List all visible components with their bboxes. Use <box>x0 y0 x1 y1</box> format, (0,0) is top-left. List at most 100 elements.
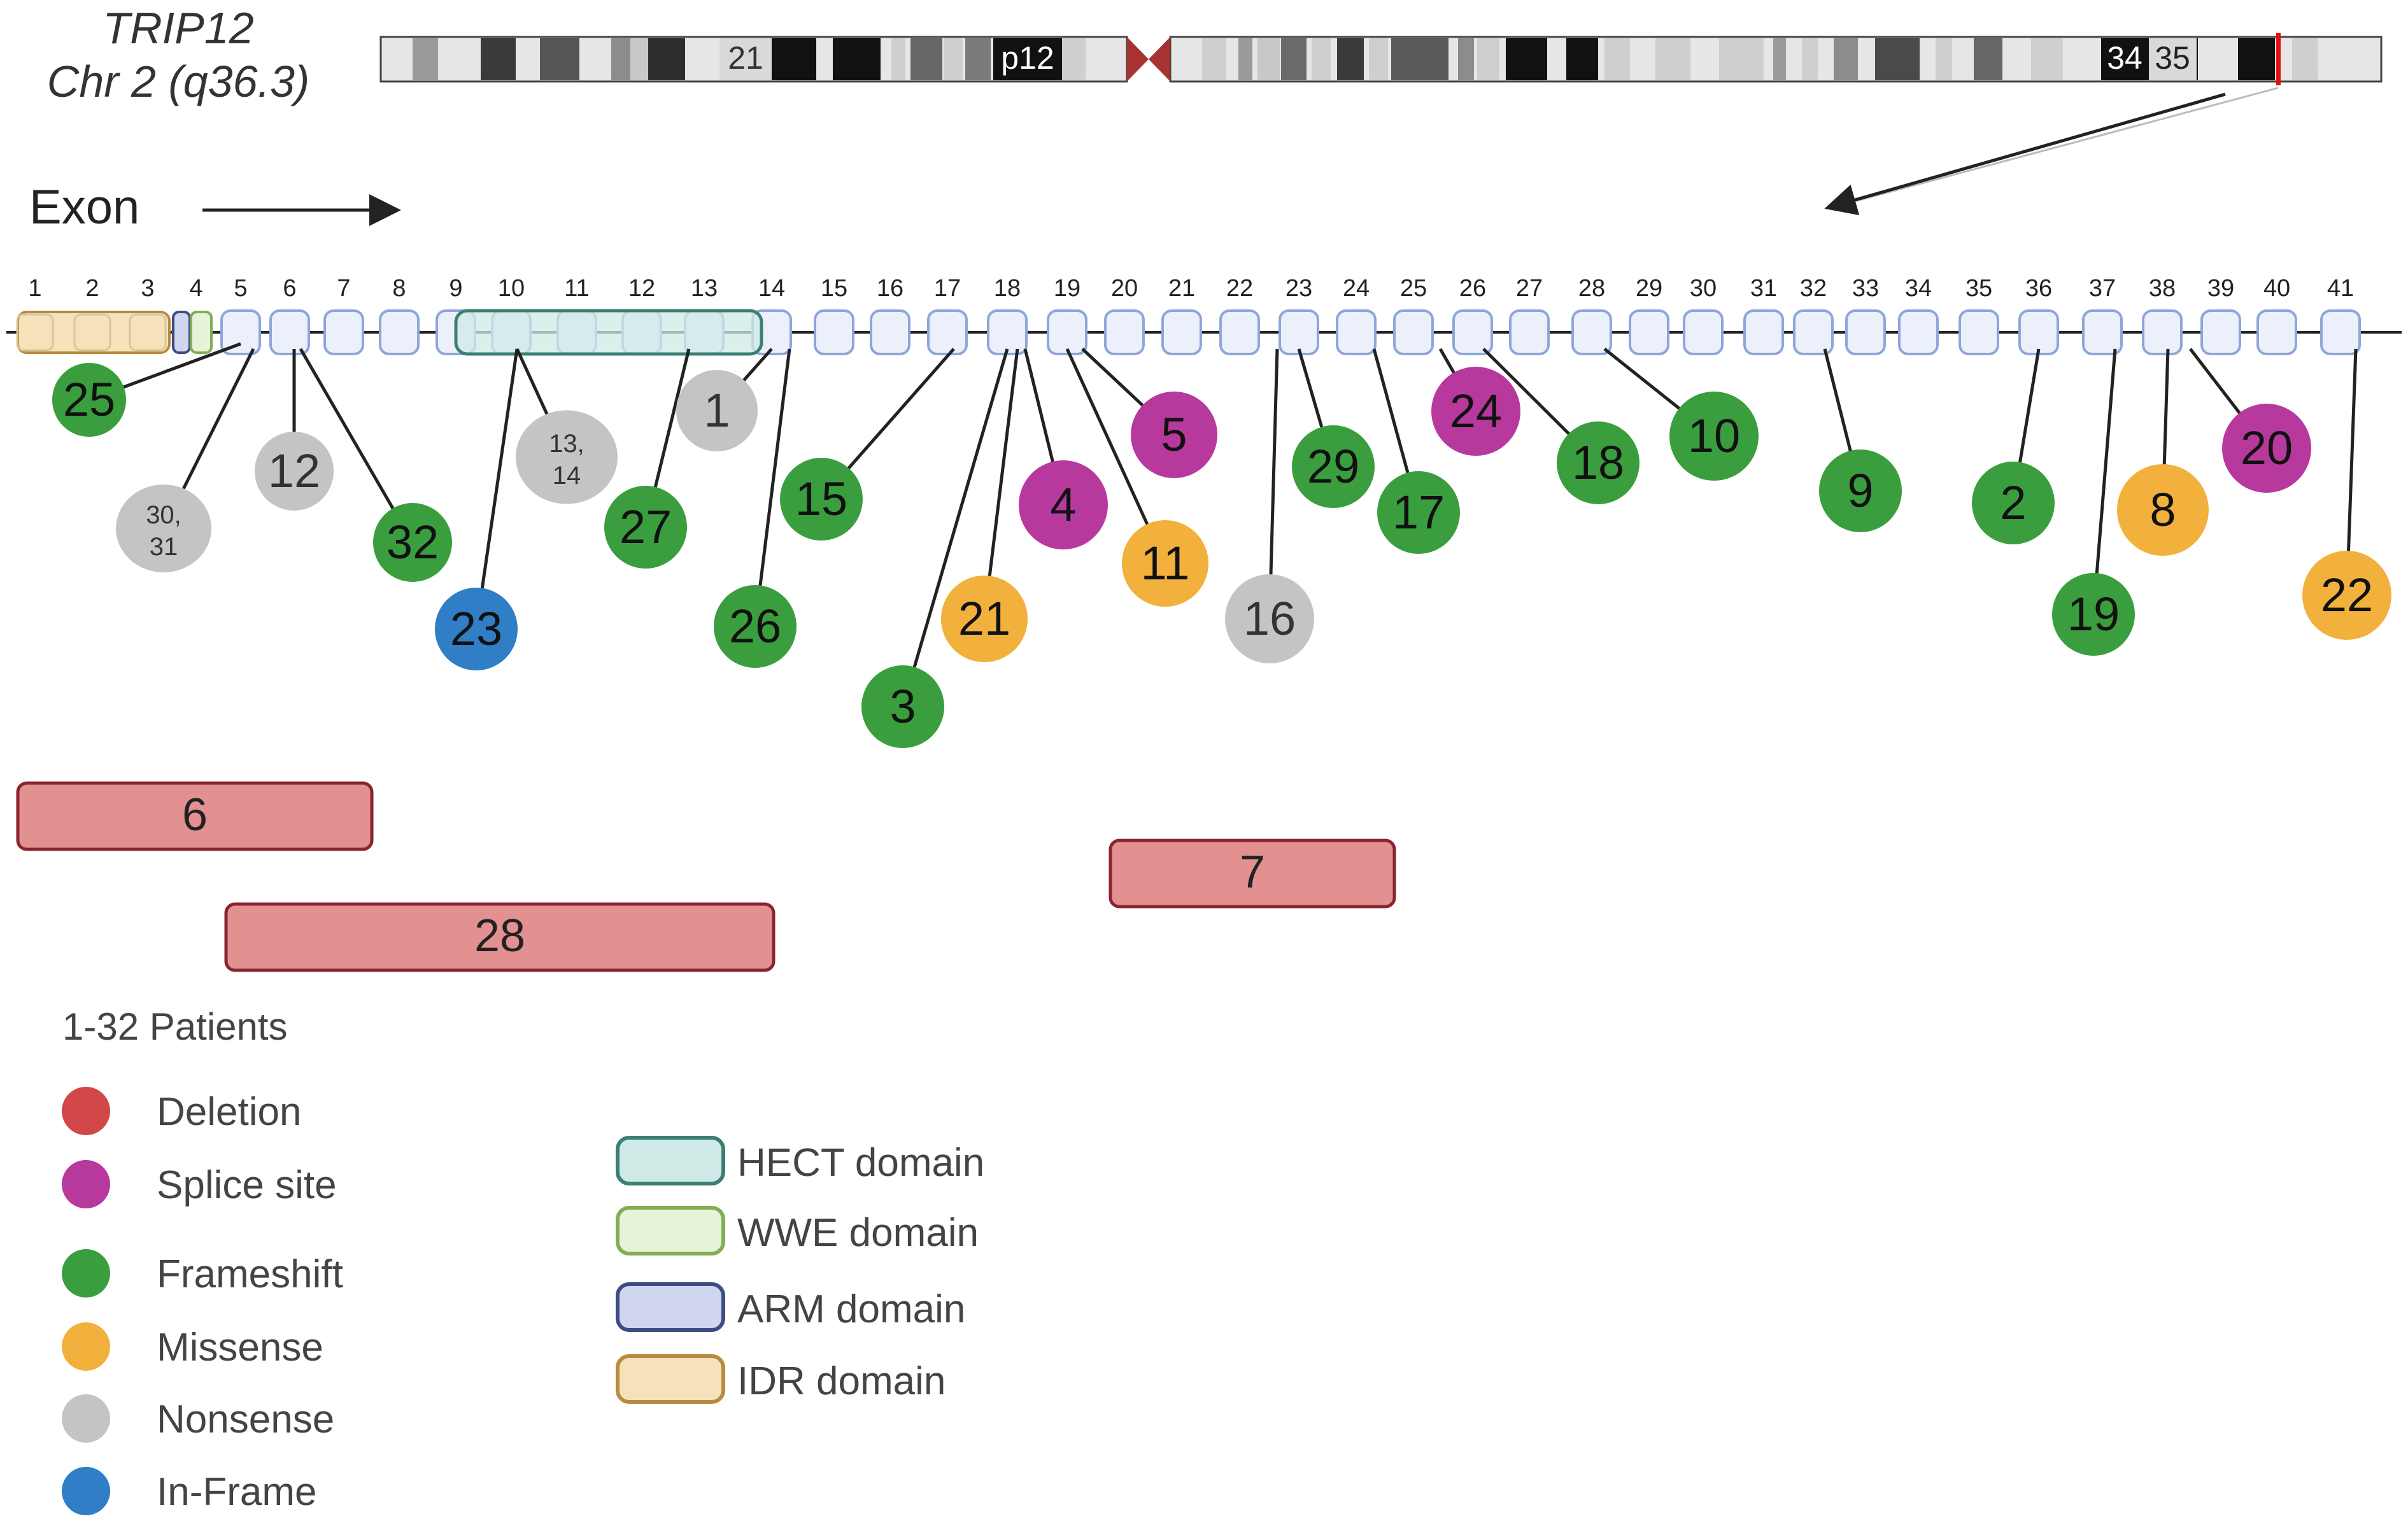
variant-circle <box>780 458 863 541</box>
exon-number: 35 <box>1965 275 1992 302</box>
chromosome-band <box>1974 38 2002 80</box>
centromere <box>1127 37 1149 81</box>
variant-marker: 16 <box>1225 348 1314 663</box>
idr-domain <box>17 311 171 354</box>
exon-box <box>814 309 854 355</box>
variant-marker: 25 <box>52 342 241 437</box>
chromosome-band <box>1391 38 1448 80</box>
legend-label: Missense <box>157 1326 323 1369</box>
variant-marker: 18 <box>1482 348 1640 504</box>
exon-number: 8 <box>392 275 406 302</box>
variant-circle <box>255 432 334 511</box>
chromosome-band <box>1566 38 1598 80</box>
variant-circle <box>2302 551 2391 640</box>
legend-domain-swatch <box>616 1282 725 1332</box>
variant-marker: 1 <box>676 348 773 451</box>
chromosome-band <box>540 38 579 80</box>
exon-box <box>2256 309 2297 355</box>
variant-label: 9 <box>1847 464 1873 517</box>
variant-label: 16 <box>1243 592 1296 645</box>
variant-marker: 26 <box>714 348 797 668</box>
variant-label: 14 <box>553 462 581 490</box>
chromosome-band <box>1875 38 1920 80</box>
chromosome-band <box>481 38 516 80</box>
exon-number: 20 <box>1111 275 1138 302</box>
variant-label: 26 <box>729 600 781 653</box>
exon-box <box>1336 309 1377 355</box>
chromosome-band <box>833 38 881 80</box>
centromere <box>1149 37 1170 81</box>
exon-number: 36 <box>2025 275 2052 302</box>
exon-number: 9 <box>449 275 462 302</box>
exon-number: 41 <box>2327 275 2354 302</box>
exon-box <box>16 313 54 351</box>
variant-stem <box>474 348 519 630</box>
zoom-guide-line <box>1833 87 2279 208</box>
chromosome-band <box>1655 38 1690 80</box>
exon-number: 15 <box>821 275 847 302</box>
variant-circle <box>861 665 944 748</box>
wwe-domain <box>190 311 213 354</box>
exon-number: 40 <box>2263 275 2290 302</box>
exon-number: 7 <box>337 275 350 302</box>
exon-box <box>1278 309 1319 355</box>
legend-domain-label: ARM domain <box>737 1287 965 1331</box>
variant-circle <box>435 588 518 670</box>
exon-box <box>379 309 420 355</box>
variant-label: 32 <box>386 516 439 569</box>
variant-marker: 21 <box>941 348 1028 662</box>
hect-domain <box>454 309 763 356</box>
variant-label: 25 <box>63 373 115 426</box>
exon-box <box>1047 309 1087 355</box>
variant-stem <box>982 348 1019 619</box>
variant-circle <box>941 576 1028 662</box>
variant-marker: 13,14 <box>515 348 618 504</box>
legend-swatch <box>62 1394 110 1443</box>
chromosome-band <box>1202 38 1226 80</box>
variant-marker: 4 <box>1019 348 1108 549</box>
variant-marker: 2 <box>1972 348 2055 544</box>
exon-number: 18 <box>994 275 1021 302</box>
chromosome-band <box>630 38 648 80</box>
variant-circle <box>1292 425 1375 508</box>
legend-domain-swatch <box>616 1206 725 1256</box>
variant-label: 11 <box>1141 537 1190 590</box>
variant-label: 17 <box>1392 486 1445 539</box>
exon-box <box>323 309 364 355</box>
variant-marker: 24 <box>1431 348 1520 456</box>
chromosome-band <box>1936 38 1952 80</box>
exon-number: 27 <box>1516 275 1543 302</box>
legend-swatch <box>62 1467 110 1515</box>
variant-marker: 10 <box>1603 348 1759 481</box>
zoom-arrow <box>1824 92 2226 216</box>
exon-box <box>220 309 261 355</box>
exon-box <box>927 309 968 355</box>
exon-box <box>1104 309 1145 355</box>
legend-domain-label: WWE domain <box>737 1211 979 1255</box>
variant-circle <box>1819 449 1902 532</box>
exon-label: Exon <box>29 180 140 234</box>
variant-circle <box>516 410 618 504</box>
variant-marker: 17 <box>1372 348 1460 554</box>
chromosome-band <box>910 38 942 80</box>
legend-title: 1-32 Patients <box>62 1005 288 1048</box>
legend-label: Nonsense <box>157 1397 334 1441</box>
variant-circle <box>1377 471 1460 554</box>
exon-box <box>269 309 310 355</box>
chromosome-band <box>2238 38 2275 80</box>
arm-domain <box>172 311 191 354</box>
chromosome-band <box>413 38 438 80</box>
exon-number: 11 <box>564 275 589 302</box>
exon-number: 2 <box>85 275 99 302</box>
variant-marker: 8 <box>2117 348 2209 556</box>
chromosome-band <box>648 38 685 80</box>
variant-circle <box>714 585 797 668</box>
variant-label: 22 <box>2321 569 2373 621</box>
chromosome-band <box>1834 38 1858 80</box>
legend-label: Frameshift <box>157 1252 343 1296</box>
chromosome-band <box>1369 38 1388 80</box>
chromosome-band <box>516 38 532 80</box>
